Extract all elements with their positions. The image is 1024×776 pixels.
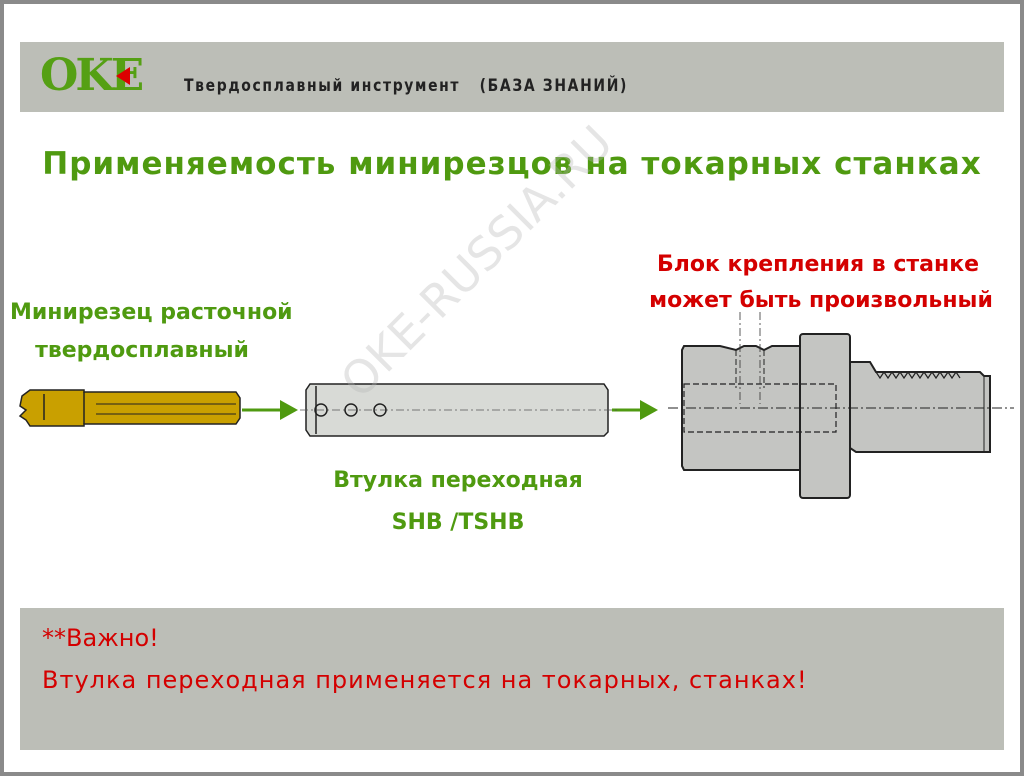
arrow-icon: [612, 400, 658, 420]
holder-block-drawing: [668, 312, 1014, 499]
arrow-icon: [242, 400, 298, 420]
important-note-text: Втулка переходная применяется на токарны…: [42, 666, 808, 694]
footer-band: **Важно! Втулка переходная применяется н…: [20, 608, 1004, 750]
block-label-2: может быть произвольный: [649, 288, 993, 313]
minicutter-label-2: твердосплавный: [35, 338, 249, 363]
logo-mark-icon: [116, 67, 130, 85]
sleeve-label-1: Втулка переходная: [333, 468, 583, 493]
minicutter-label-1: Минирезец расточной: [10, 300, 293, 325]
block-label-1: Блок крепления в станке: [656, 252, 980, 277]
header-band: OKE Твердосплавный инструмент (БАЗА ЗНАН…: [20, 42, 1004, 112]
header-subtitle: Твердосплавный инструмент (БАЗА ЗНАНИЙ): [184, 76, 629, 96]
minicutter-drawing: [18, 389, 241, 427]
important-note-heading: **Важно!: [42, 624, 159, 652]
page-title: Применяемость минирезцов на токарных ста…: [42, 146, 982, 182]
sleeve-drawing: [300, 383, 620, 437]
sleeve-label-2: SHB /TSHB: [391, 510, 525, 535]
